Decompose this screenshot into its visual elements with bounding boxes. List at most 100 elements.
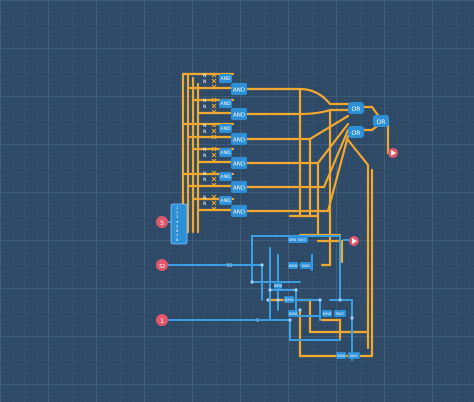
and-gate-label: AND <box>233 138 245 144</box>
inverter-x-icon <box>211 78 217 84</box>
or-gate-1[interactable]: OR <box>348 102 364 114</box>
inverter-x-icon <box>211 109 217 115</box>
input-pin-label: S <box>160 220 164 227</box>
circuit-block-label: DMX <box>323 311 332 316</box>
tick-label: N <box>203 153 206 159</box>
circuit-block-2[interactable]: SWC <box>296 236 308 243</box>
circuit-block-5[interactable]: DMX <box>274 282 283 289</box>
inverter-x-icon <box>211 170 217 176</box>
tick-label: N <box>203 104 206 110</box>
circuit-block-6[interactable]: DMX <box>284 296 294 303</box>
and-gate-6[interactable]: AND <box>231 205 247 217</box>
output-pins <box>349 148 398 246</box>
inverter-x-icon <box>211 103 217 109</box>
inverter-x-icon <box>211 182 217 188</box>
circuit-block-label: DMX <box>289 263 298 268</box>
circuit-block-1[interactable]: DMX <box>288 236 298 243</box>
tick-label: N <box>203 123 206 129</box>
circuit-block-8[interactable]: DMX <box>322 310 332 317</box>
inverter-x-icon <box>211 152 217 158</box>
tick-label: N <box>203 147 206 153</box>
wire-junction <box>268 288 272 292</box>
or-gate-group: OR OR OR <box>348 102 389 138</box>
and-gate-label: AND <box>221 101 231 107</box>
and-gate-input-3[interactable]: AND <box>219 124 232 133</box>
circuit-block-10[interactable]: DMX <box>336 352 346 359</box>
and-gate-input-2[interactable]: AND <box>219 99 232 108</box>
circuit-block-label: DMX <box>285 297 294 302</box>
input-pin-label: 1 <box>160 318 164 325</box>
and-gate-input-4[interactable]: AND <box>219 148 232 157</box>
inverter-x-icon <box>211 146 217 152</box>
and-gate-label: AND <box>233 186 245 192</box>
and-gate-4[interactable]: AND <box>231 157 247 169</box>
bus-bit-label: 2 <box>176 211 178 215</box>
bus-bit-label: 3 <box>176 215 178 219</box>
wire-junction <box>288 318 292 322</box>
inverter-x-icon <box>211 176 217 182</box>
circuit-block-3[interactable]: DMX <box>288 262 298 269</box>
input-pin-clock[interactable]: 1 <box>156 314 168 326</box>
circuit-block-label: SWC <box>298 237 307 242</box>
or-gate-3[interactable]: OR <box>373 115 389 127</box>
or-gate-2[interactable]: OR <box>348 126 364 138</box>
inverter-x-icon <box>211 200 217 206</box>
and-gate-label: AND <box>221 76 231 82</box>
bus-bit-label: 7 <box>176 234 178 238</box>
and-gate-3[interactable]: AND <box>231 133 247 145</box>
wire-junction <box>276 298 280 302</box>
and-gate-input-1[interactable]: AND <box>219 74 232 83</box>
wire-junction <box>350 316 354 320</box>
tick-label: N <box>203 129 206 135</box>
bus-bit-label: 5 <box>176 224 178 228</box>
and-gate-1[interactable]: AND <box>231 83 247 95</box>
inverter-x-icon <box>211 128 217 134</box>
circuit-block-7[interactable]: DMX <box>288 310 298 317</box>
and-gate-label: AND <box>233 88 245 94</box>
circuit-block-9[interactable]: SWC <box>334 310 346 317</box>
and-gate-label: AND <box>221 174 231 180</box>
bus-bit-label: 1 <box>176 206 178 210</box>
and-gate-5[interactable]: AND <box>231 181 247 193</box>
circuit-block-11[interactable]: SWC <box>348 352 360 359</box>
circuit-block-label: DMX <box>274 283 283 288</box>
or-gate-label: OR <box>377 119 386 126</box>
input-pin-select[interactable]: S <box>156 216 168 228</box>
or-gate-label: OR <box>352 130 361 137</box>
bus-bit-label: 8 <box>176 238 179 242</box>
or-gate-label: OR <box>352 106 361 113</box>
active-wires <box>181 72 394 358</box>
circuit-block-label: SWC <box>350 353 359 358</box>
tick-label: N <box>203 73 206 79</box>
tick-label: N <box>203 177 206 183</box>
wire-junction <box>298 308 302 312</box>
tick-label: N <box>203 79 206 85</box>
circuit-block-label: SWC <box>302 263 311 268</box>
inverter-x-icon <box>211 122 217 128</box>
circuit-block-label: DMX <box>337 353 346 358</box>
tick-label: N <box>203 195 206 201</box>
wire-junction <box>250 280 254 284</box>
circuit-block-4[interactable]: SWC <box>300 262 312 269</box>
input-pins: S 32 1 32 1 <box>156 216 259 326</box>
inverter-x-icon <box>211 72 217 78</box>
tick-label: N <box>203 98 206 104</box>
tick-label: N <box>203 171 206 177</box>
and-gate-input-6[interactable]: AND <box>219 196 232 205</box>
and-gate-2[interactable]: AND <box>231 108 247 120</box>
wire-junction <box>266 298 270 302</box>
inverter-x-icon <box>211 194 217 200</box>
wire-junction <box>260 263 264 267</box>
circuit-block-label: DMX <box>289 237 298 242</box>
and-gate-input-5[interactable]: AND <box>219 172 232 181</box>
wire-junction <box>338 298 342 302</box>
and-gate-label: AND <box>221 150 231 156</box>
input-pin-data[interactable]: 32 <box>156 259 168 271</box>
wire-label: 1 <box>256 318 259 324</box>
inverter-x-icon <box>211 97 217 103</box>
bus-bit-label: 4 <box>176 220 179 224</box>
